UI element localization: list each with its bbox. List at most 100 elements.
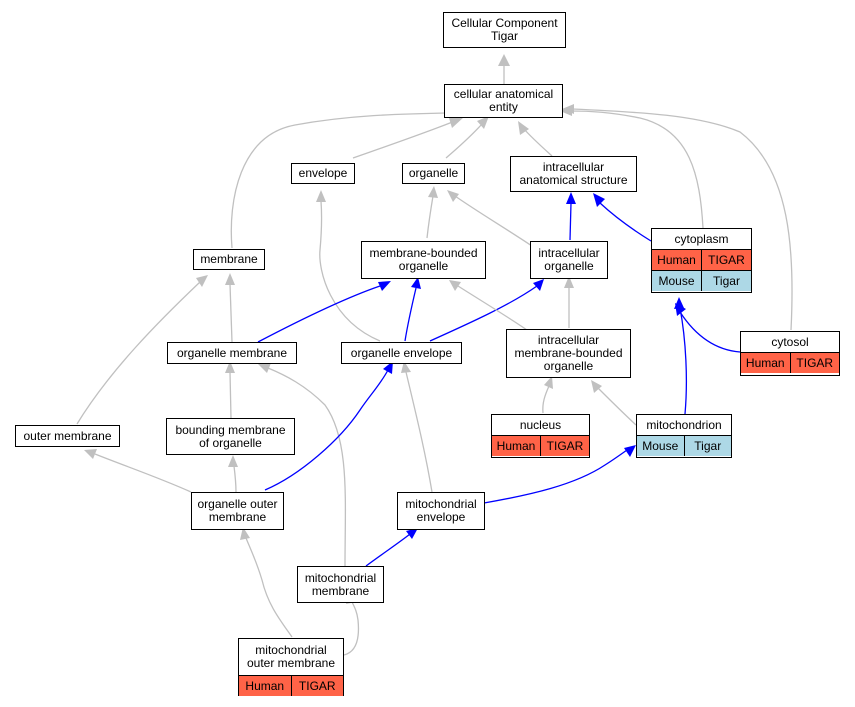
node-cellular-component-tigar[interactable]: Cellular Component Tigar — [443, 12, 566, 48]
node-label: membrane-bounded organelle — [369, 246, 478, 273]
arrowhead — [258, 363, 271, 373]
node-mitochondrial-membrane[interactable]: mitochondrial membrane — [297, 566, 384, 603]
edge-mito-to-imbo — [597, 387, 637, 426]
node-label: cytoplasm — [674, 231, 729, 246]
node-intracellular-organelle[interactable]: intracellular organelle — [530, 241, 608, 279]
arrowhead — [225, 361, 235, 373]
node-label: mitochondrial envelope — [405, 497, 477, 524]
gene-cell: TIGAR — [701, 250, 751, 270]
node-membrane[interactable]: membrane — [193, 249, 265, 270]
node-outer-membrane[interactable]: outer membrane — [15, 425, 120, 447]
gene-cell: Tigar — [701, 271, 751, 291]
arrowhead — [593, 193, 605, 207]
arrowhead — [225, 273, 235, 285]
gene-cell: TIGAR — [540, 436, 589, 456]
node-bounding-membrane-of-organelle[interactable]: bounding membrane of organelle — [166, 418, 295, 455]
arrowhead — [518, 121, 529, 135]
arrowhead — [378, 281, 391, 291]
edge-nucleus-to-imbo — [542, 385, 550, 414]
annotation-row-human: Human TIGAR — [741, 352, 839, 373]
edge-oe-to-envelope — [319, 200, 381, 342]
edge-mm-to-me — [365, 533, 411, 567]
node-label: organelle — [408, 166, 459, 180]
node-label: nucleus — [519, 417, 562, 432]
node-label: outer membrane — [23, 428, 112, 443]
edge-mom-to-mm — [343, 601, 360, 656]
node-label: bounding membrane of organelle — [175, 422, 286, 450]
node-label: organelle envelope — [350, 345, 453, 360]
annotation-row-human: Human TIGAR — [652, 249, 751, 270]
edge-membrane-to-cae — [230, 112, 448, 249]
node-organelle-outer-membrane[interactable]: organelle outer membrane — [191, 492, 284, 530]
arrowhead — [498, 54, 510, 66]
node-label: mitochondrial membrane — [304, 570, 377, 598]
node-envelope[interactable]: envelope — [291, 163, 355, 184]
arrowhead — [84, 449, 97, 459]
annotation-row-human: Human TIGAR — [239, 675, 343, 696]
arrowhead — [533, 279, 544, 291]
arrowhead — [240, 527, 250, 540]
edge-oe-to-io — [429, 285, 538, 342]
node-cytoplasm[interactable]: cytoplasm Human TIGAR Mouse Tigar — [651, 228, 752, 293]
arrowhead — [401, 361, 411, 373]
node-label: intracellular membrane-bounded organelle — [514, 333, 623, 373]
species-cell: Human — [657, 253, 696, 267]
node-label: mitochondrial outer membrane — [246, 643, 336, 670]
node-label: envelope — [298, 166, 348, 180]
arrowhead — [674, 297, 684, 309]
edge-mbo-to-organelle — [426, 195, 434, 239]
node-organelle-envelope[interactable]: organelle envelope — [341, 342, 462, 364]
edge-om-to-mbo — [257, 285, 381, 343]
node-nucleus[interactable]: nucleus Human TIGAR — [491, 414, 590, 458]
node-label: Cellular Component Tigar — [451, 16, 558, 43]
edge-envelope-to-cae — [352, 120, 456, 159]
species-cell: Human — [245, 679, 285, 693]
arrowhead — [316, 190, 326, 202]
edge-oom-to-outm — [94, 453, 192, 493]
node-intracellular-membrane-bounded-organelle[interactable]: intracellular membrane-bounded organelle — [506, 329, 631, 378]
node-mitochondrial-outer-membrane[interactable]: mitochondrial outer membrane Human TIGAR — [238, 638, 344, 696]
node-cytosol[interactable]: cytosol Human TIGAR — [740, 331, 840, 376]
edge-mm-to-om — [267, 367, 347, 567]
gene-cell: TIGAR — [290, 676, 344, 696]
node-label: intracellular anatomical structure — [519, 160, 628, 187]
edge-imbo-to-mbo — [457, 285, 528, 331]
arrowhead — [196, 275, 208, 287]
edge-oe-to-mbo — [404, 287, 417, 342]
arrowhead — [591, 380, 602, 393]
edge-cytosol-to-cytoplasm — [679, 311, 741, 353]
node-label: organelle membrane — [176, 345, 288, 360]
arrowhead — [411, 277, 421, 289]
node-membrane-bounded-organelle[interactable]: membrane-bounded organelle — [361, 241, 486, 279]
node-organelle[interactable]: organelle — [402, 163, 465, 184]
edge-cytoplasm-to-ias — [599, 202, 652, 242]
node-mitochondrion[interactable]: mitochondrion Mouse Tigar — [636, 414, 732, 458]
node-intracellular-anatomical-structure[interactable]: intracellular anatomical structure — [510, 156, 637, 192]
node-label: intracellular organelle — [538, 246, 600, 273]
edge-me-to-mito — [483, 449, 628, 504]
edge-me-to-oe — [405, 371, 433, 493]
node-mitochondrial-envelope[interactable]: mitochondrial envelope — [397, 492, 485, 530]
arrowhead — [624, 445, 636, 457]
arrowhead — [447, 190, 459, 202]
node-cellular-anatomical-entity[interactable]: cellular anatomical entity — [444, 84, 563, 118]
annotation-row-mouse: Mouse Tigar — [637, 435, 731, 456]
gene-cell: Tigar — [683, 436, 732, 456]
species-cell: Mouse — [658, 274, 695, 288]
arrowhead — [406, 528, 418, 539]
arrowhead — [228, 455, 238, 467]
species-cell: Human — [745, 356, 785, 370]
annotation-row-human: Human TIGAR — [492, 435, 589, 456]
arrowhead — [562, 104, 574, 114]
edge-cytoplasm-to-cae — [569, 110, 704, 229]
edge-oom-to-oe — [264, 369, 389, 491]
edge-io-to-organelle — [454, 195, 533, 247]
arrowhead — [564, 276, 574, 288]
edge-cytosol-to-cae — [571, 108, 793, 331]
edge-outm-to-membrane — [76, 281, 201, 425]
node-organelle-membrane[interactable]: organelle membrane — [167, 342, 297, 364]
species-cell: Mouse — [642, 439, 679, 453]
annotation-row-mouse: Mouse Tigar — [652, 270, 751, 291]
species-cell: Human — [496, 439, 536, 453]
